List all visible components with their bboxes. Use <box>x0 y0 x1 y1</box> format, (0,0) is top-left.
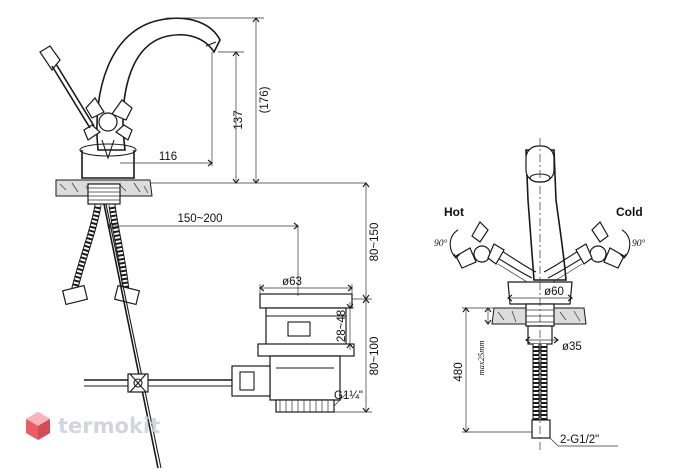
label-deg-right: 90° <box>632 238 646 249</box>
dim-d35: ø35 <box>562 341 582 353</box>
dim-28-48: 28~48 <box>336 310 348 342</box>
termokit-logo: termokit <box>26 412 160 440</box>
dim-137: 137 <box>233 110 245 129</box>
dim-g114: G1¼" <box>334 390 363 402</box>
left-faucet-view: 116 137 (176) 150~200 80~150 80~100 ø63 … <box>39 17 381 469</box>
right-faucet-view: ø60 ø35 480 max25mm 2-G1/2" Hot Cold 90°… <box>434 138 646 450</box>
label-deg-left: 90° <box>434 238 448 249</box>
hexagon-logo-icon <box>26 412 50 440</box>
dim-480: 480 <box>453 362 465 381</box>
brand-name: termokit <box>58 414 160 438</box>
dim-80-100: 80~100 <box>369 337 381 376</box>
dim-max25: max25mm <box>476 341 486 376</box>
label-hot: Hot <box>444 205 464 219</box>
dim-d60: ø60 <box>544 286 564 298</box>
dim-g12: 2-G1/2" <box>560 434 599 446</box>
dim-80-150: 80~150 <box>369 223 381 262</box>
dim-176: (176) <box>259 86 271 113</box>
dim-d63: ø63 <box>282 276 302 288</box>
dim-116: 116 <box>159 151 177 163</box>
dim-150-200: 150~200 <box>177 213 222 225</box>
label-cold: Cold <box>616 205 643 219</box>
